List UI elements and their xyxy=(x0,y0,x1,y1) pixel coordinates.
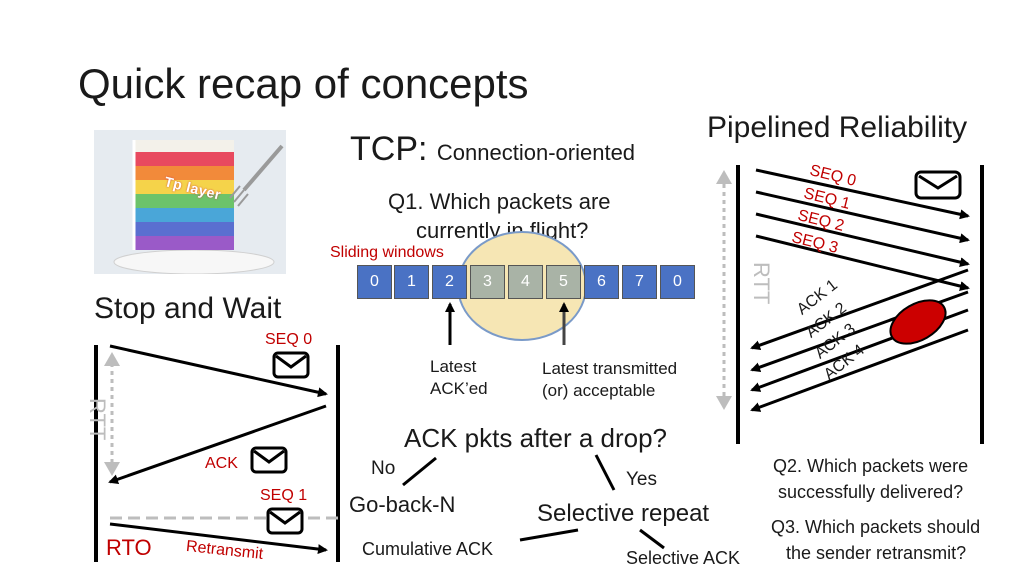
window-cell: 6 xyxy=(584,265,619,299)
sw-rtt-label: RTT xyxy=(85,398,110,441)
pipe-rtt-head-bottom xyxy=(716,396,732,410)
sw-ack-label: ACK xyxy=(205,455,238,472)
window-cell: 5 xyxy=(546,265,581,299)
window-cell: 0 xyxy=(357,265,392,299)
cake-illustration xyxy=(94,130,286,274)
envelope-icon xyxy=(272,351,310,379)
window-cell: 3 xyxy=(470,265,505,299)
slide-title: Quick recap of concepts xyxy=(78,60,529,107)
pipe-seq2-arrow xyxy=(755,212,970,268)
q3-line-2: the sender retransmit? xyxy=(786,543,967,563)
window-cell: 2 xyxy=(432,265,467,299)
q1-line-1: Q1. Which packets are xyxy=(388,189,611,214)
pipe-rtt-label: RTT xyxy=(749,262,774,305)
sw-rto-label: RTO xyxy=(106,535,152,560)
envelope-icon xyxy=(266,507,304,535)
sw-retransmit-arrow xyxy=(109,522,328,555)
tcp-subheading: Connection-oriented xyxy=(436,140,636,165)
pipe-seq1-arrow xyxy=(755,190,970,244)
go-back-n-label: Go-back-N xyxy=(349,492,456,517)
q2-line-2: successfully delivered? xyxy=(778,482,964,502)
q3-line-1: Q3. Which packets should xyxy=(771,517,981,537)
latest-transmitted-line-2: (or) acceptable xyxy=(542,381,656,400)
tcp-heading: TCP: Connection-oriented xyxy=(350,130,635,169)
q2-line-1: Q2. Which packets were xyxy=(773,456,969,476)
latest-acked-line-2: ACK’ed xyxy=(430,379,488,398)
pipelined-title: Pipelined Reliability xyxy=(707,111,968,144)
selective-ack-label: Selective ACK xyxy=(626,548,741,568)
pipe-seq3-arrow xyxy=(755,234,970,291)
pipe-ack1-arrow xyxy=(750,268,969,350)
sw-seq1-label: SEQ 1 xyxy=(260,487,308,504)
no-branch-line xyxy=(402,456,437,487)
window-cell: 1 xyxy=(394,265,429,299)
pipe-rtt-head-top xyxy=(716,170,732,184)
window-cell: 4 xyxy=(508,265,543,299)
sw-ack-arrow xyxy=(108,404,327,485)
envelope-icon xyxy=(914,170,962,200)
sliding-windows-label: Sliding windows xyxy=(330,244,444,261)
packet-drop-marker xyxy=(889,299,947,345)
envelope-icon xyxy=(250,446,288,474)
cumulative-branch-line xyxy=(519,528,579,542)
yes-label: Yes xyxy=(626,469,657,490)
ack-question: ACK pkts after a drop? xyxy=(404,423,668,453)
sw-seq0-label: SEQ 0 xyxy=(265,331,313,348)
selective-branch-line xyxy=(639,528,665,550)
latest-transmitted-line-1: Latest transmitted xyxy=(542,359,678,378)
pipe-ack4-arrow xyxy=(750,328,969,412)
latest-acked-line-1: Latest xyxy=(430,357,477,376)
tcp-label: TCP: xyxy=(350,130,428,168)
sw-rtt-head-bottom xyxy=(104,462,120,476)
pipe-seq0-arrow xyxy=(755,168,970,220)
selective-repeat-label: Selective repeat xyxy=(537,500,710,527)
yes-branch-line xyxy=(594,454,616,491)
window-cell: 0 xyxy=(660,265,695,299)
cumulative-ack-label: Cumulative ACK xyxy=(362,539,494,559)
window-cell: 7 xyxy=(622,265,657,299)
layer-cake-image: Tp layer xyxy=(94,130,286,274)
no-label: No xyxy=(371,458,396,479)
stop-and-wait-title: Stop and Wait xyxy=(94,292,282,325)
sw-seq0-arrow xyxy=(109,344,328,398)
sw-rtt-head-top xyxy=(104,352,120,366)
